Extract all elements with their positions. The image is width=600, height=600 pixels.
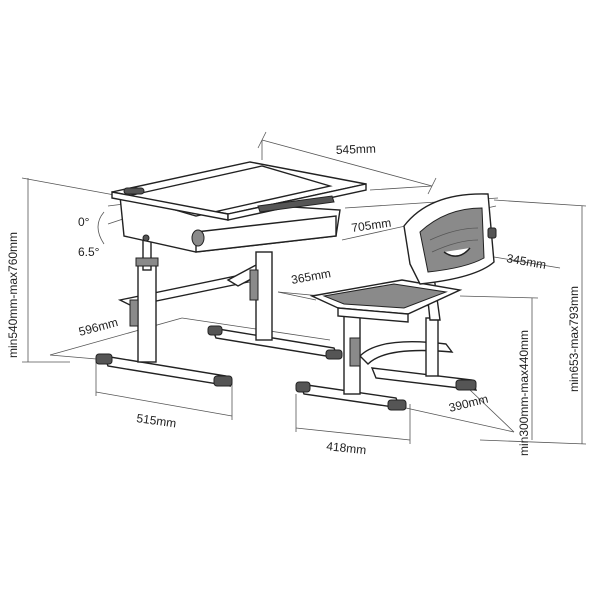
dim-345-lines (487, 255, 561, 269)
desk-width-label: 545mm (336, 142, 376, 157)
tilt-flat-label: 0° (78, 215, 90, 229)
chair-base-depth-label: 390mm (447, 392, 489, 415)
seat-height-label: min300mm-max440mm (517, 330, 531, 456)
desk-height-label: min540mm-max760mm (6, 232, 20, 358)
chair-height-label: min653-max793mm (567, 286, 581, 392)
dim-545-lines (257, 131, 437, 195)
chair (295, 193, 497, 411)
seat-depth-label: 365mm (290, 266, 332, 287)
dim-390-lines (405, 389, 515, 433)
desk (95, 161, 367, 387)
tilt-angle-label: 6.5° (78, 245, 100, 259)
desk-leg-depth-label: 596mm (77, 315, 119, 339)
backrest-width-label: 345mm (505, 251, 547, 272)
desk-base-width-label: 515mm (136, 411, 178, 430)
dim-418-lines (295, 394, 411, 444)
dim-desk-height-lines (21, 177, 121, 363)
dim-515-lines (95, 360, 233, 420)
desk-depth-label: 705mm (350, 216, 392, 235)
dim-chair-height-lines (479, 199, 587, 445)
dim-seat-height-lines (459, 295, 539, 440)
chair-base-width-label: 418mm (326, 439, 367, 457)
